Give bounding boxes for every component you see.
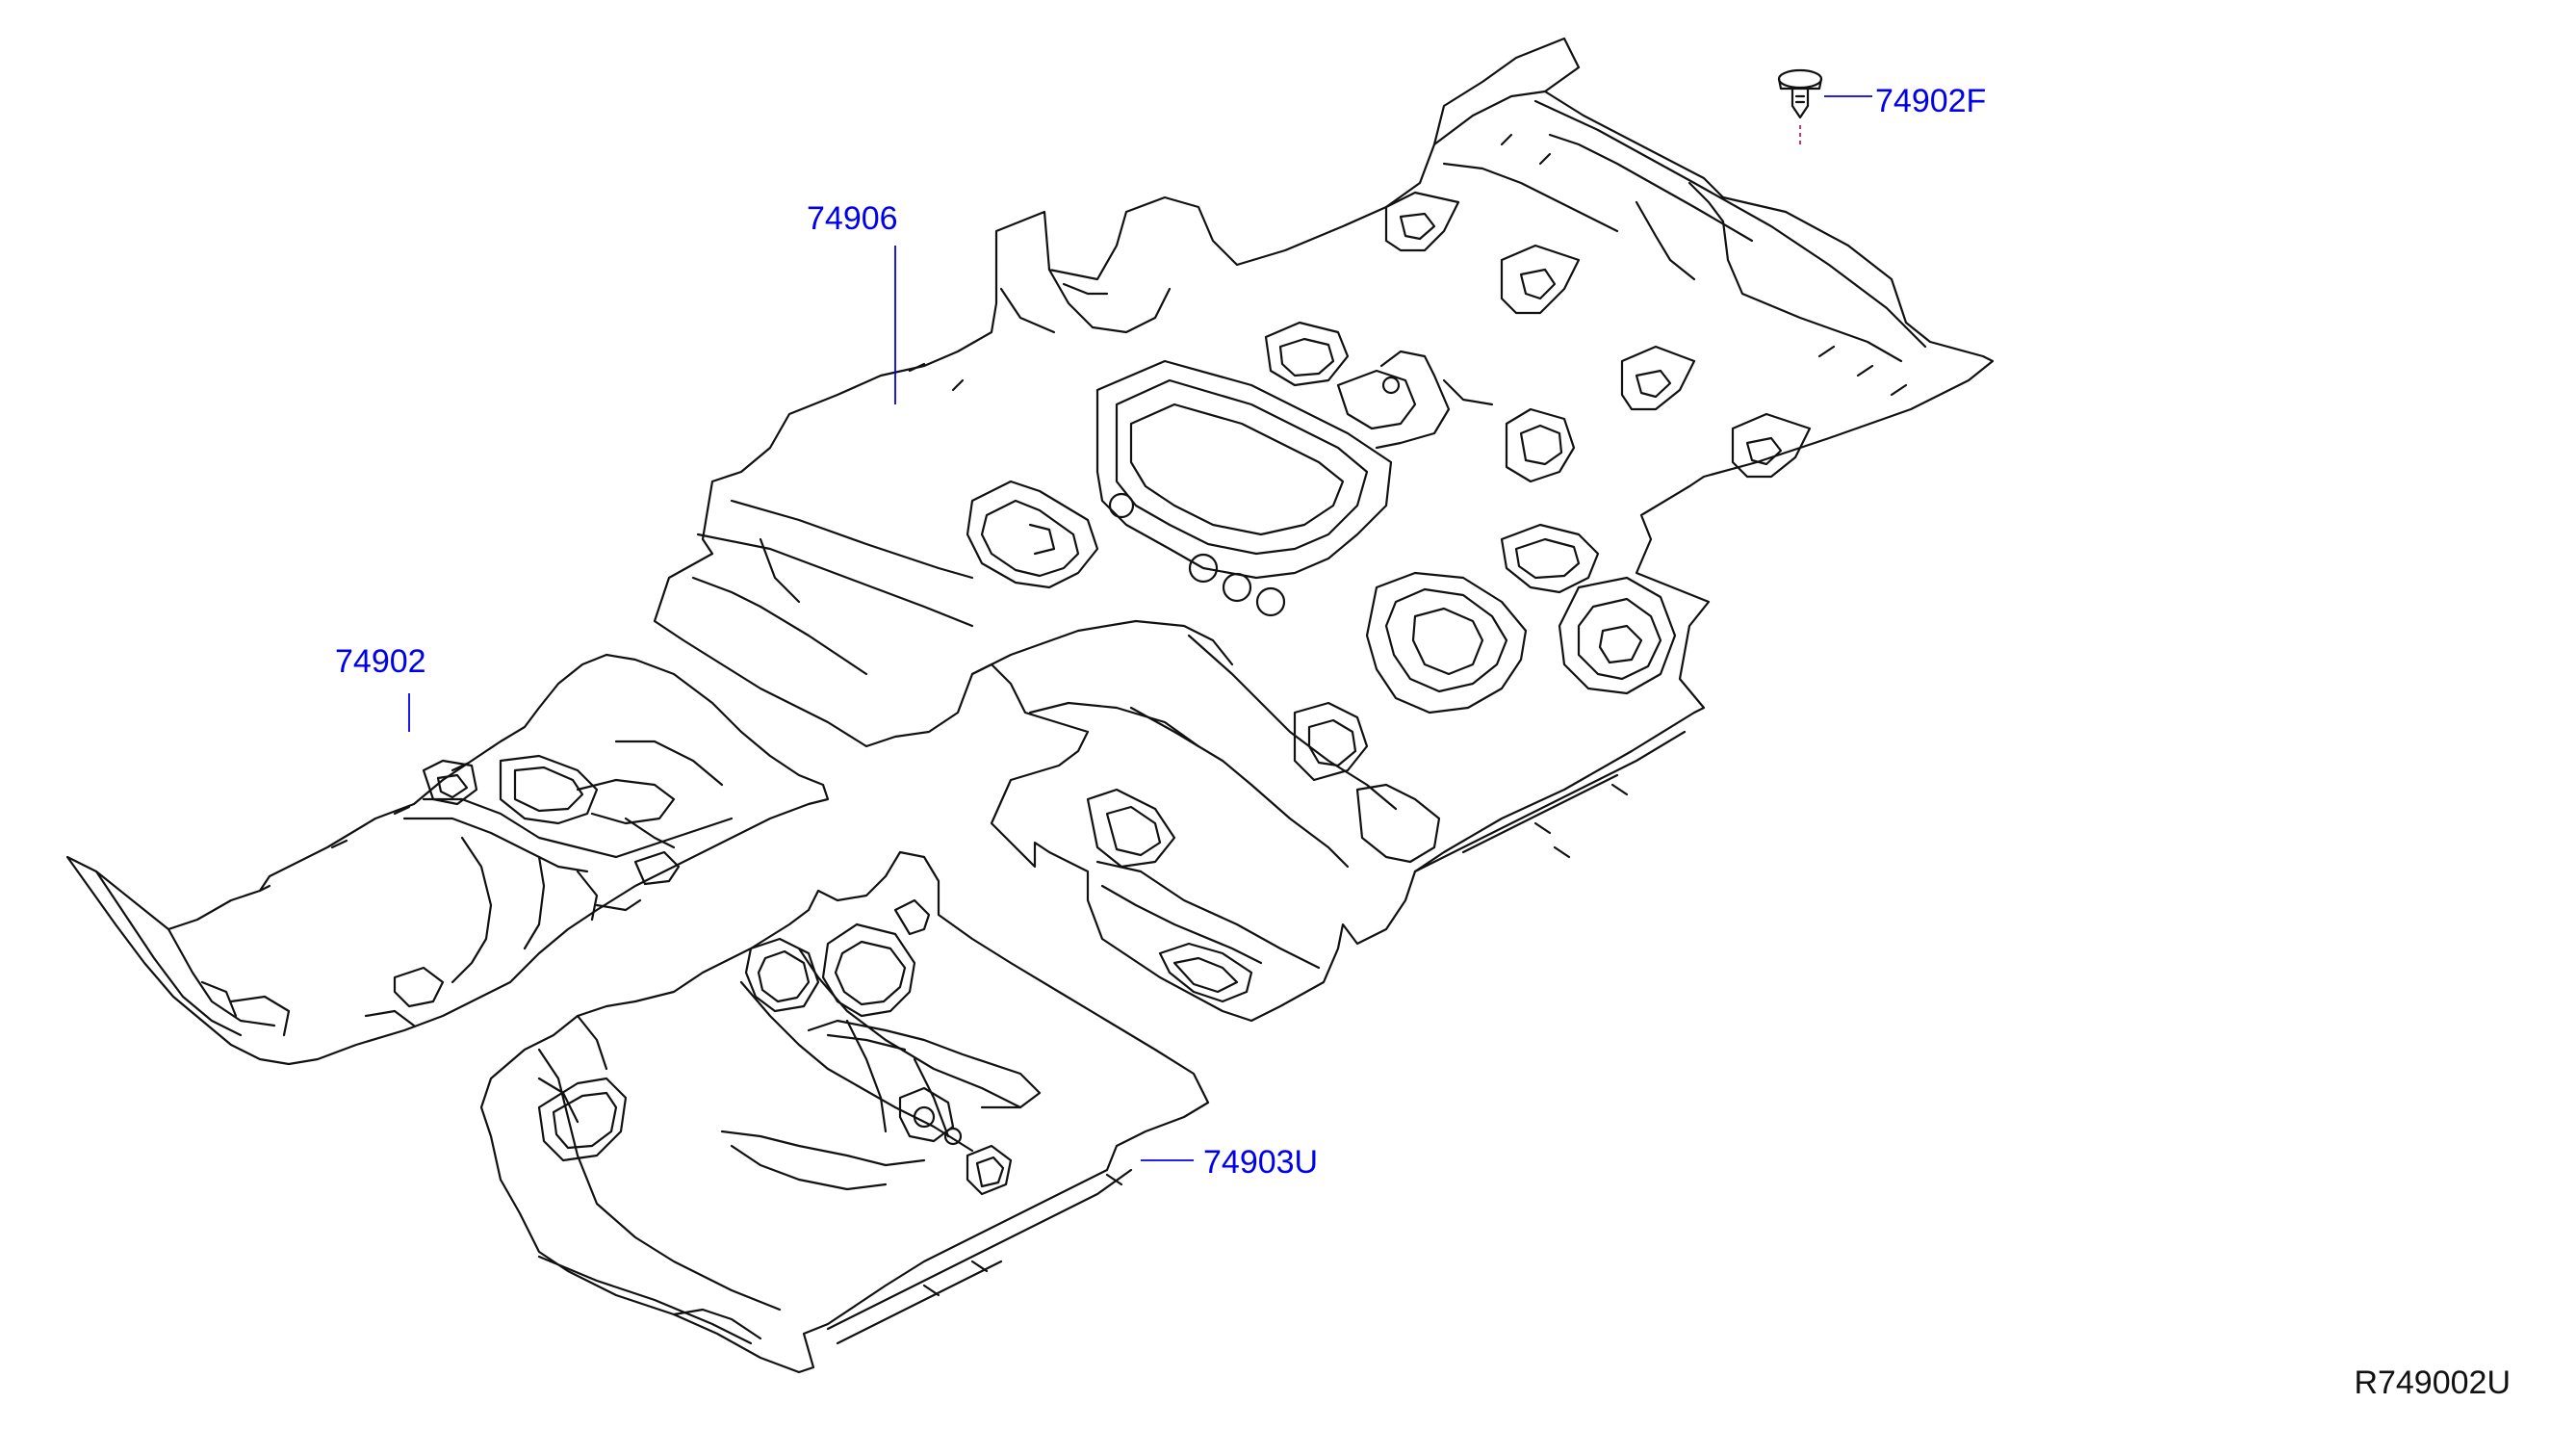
rear-floor-carpet (653, 37, 1995, 1023)
front-left-carpet-outline (65, 653, 830, 1066)
carpet-clip-part (1777, 68, 1823, 119)
callout-74906: 74906 (807, 200, 898, 237)
leader-lines (408, 95, 1872, 1161)
callout-74902F: 74902F (1875, 83, 1986, 119)
front-center-carpet-outline (479, 850, 1210, 1374)
front-center-carpet (479, 850, 1210, 1374)
callout-74903U: 74903U (1203, 1144, 1318, 1181)
callout-74902: 74902 (335, 643, 426, 680)
rear-carpet-outline (653, 37, 1995, 1023)
front-left-carpet (65, 653, 830, 1066)
figure-reference: R749002U (2354, 1364, 2511, 1401)
clip-head (1777, 68, 1823, 90)
callout-labels: 74902F 74906 74902 74903U (335, 83, 1986, 1181)
